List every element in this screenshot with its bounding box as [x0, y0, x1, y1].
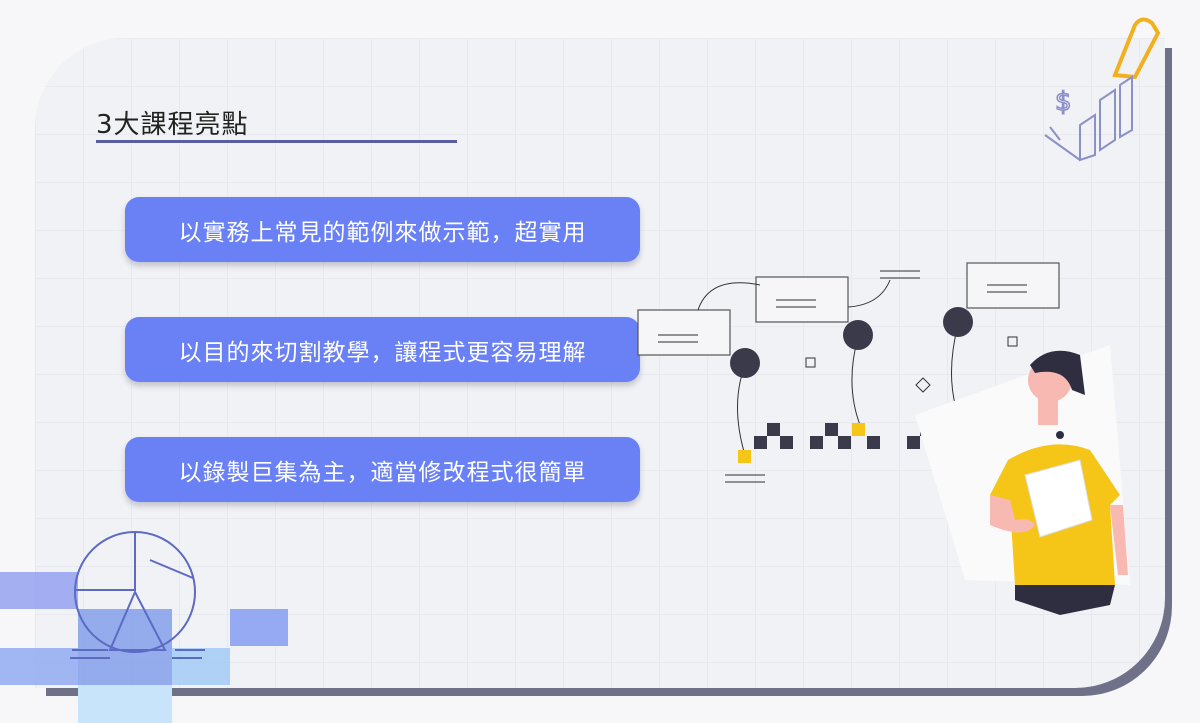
highlight-1: 以實務上常見的範例來做示範，超實用: [125, 197, 640, 262]
highlight-3: 以錄製巨集為主，適當修改程式很簡單: [125, 437, 640, 502]
growth-chart-icon: $: [1044, 17, 1161, 162]
workflow-illustration: [637, 262, 1130, 615]
title-underline: [96, 140, 457, 143]
page-title: 3大課程亮點: [96, 110, 249, 140]
pie-chart-decoration: [0, 531, 288, 723]
highlight-2: 以目的來切割教學，讓程式更容易理解: [125, 317, 640, 382]
svg-text:$: $: [1055, 87, 1072, 117]
